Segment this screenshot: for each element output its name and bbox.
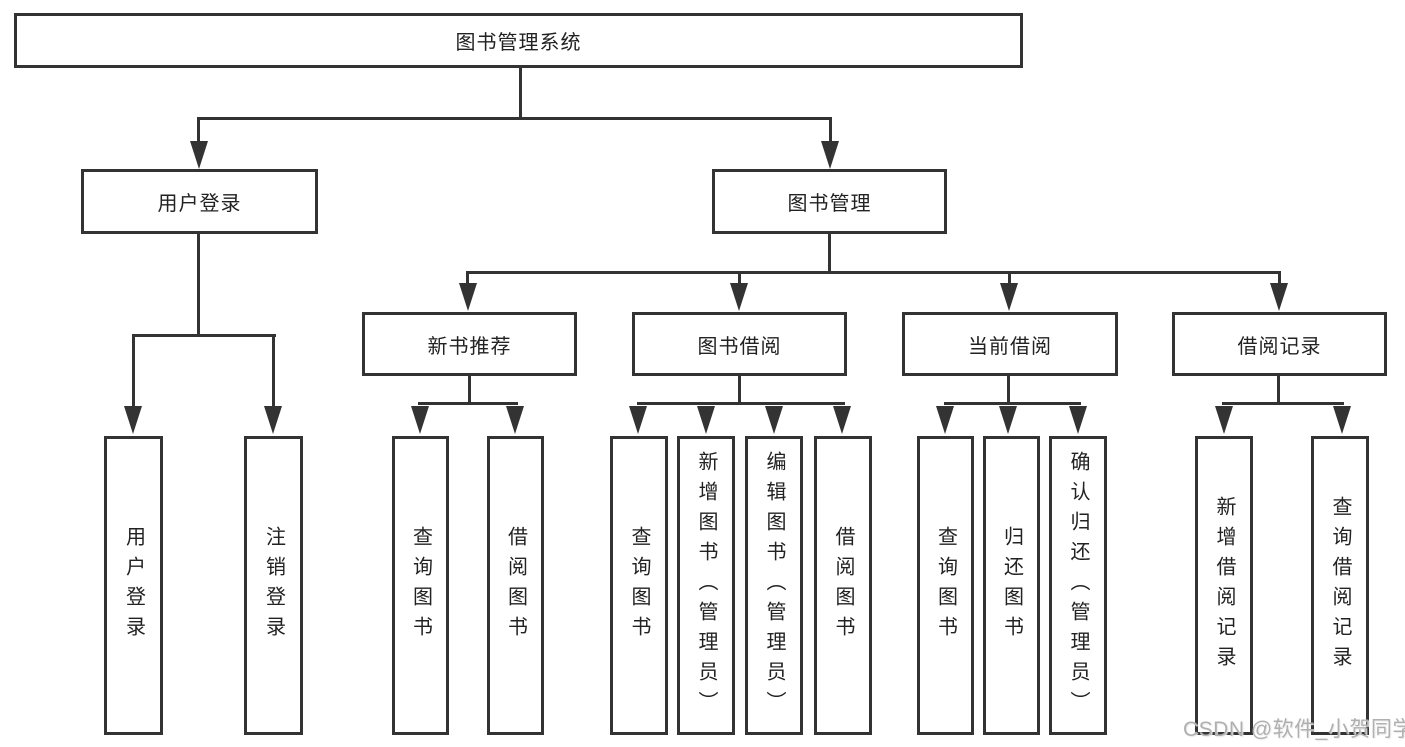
node-borrow-records: 借阅记录	[1172, 312, 1387, 376]
arrowhead-icon	[697, 406, 715, 434]
connector-current-bar	[944, 402, 1081, 405]
leaf-label: 查询借阅记录	[1329, 495, 1351, 676]
arrowhead-icon	[999, 406, 1017, 434]
node-user-login: 用户登录	[81, 169, 318, 234]
leaf-query-books-current: 查询图书	[917, 436, 974, 735]
leaf-label: 注销登录	[262, 525, 285, 646]
node-book-management: 图书管理	[712, 169, 947, 234]
leaf-borrow-books: 借阅图书	[814, 436, 872, 735]
connector-newbook-bar	[418, 402, 518, 405]
node-book-management-label: 图书管理	[787, 193, 872, 215]
arrowhead-icon	[629, 406, 647, 434]
connector-bookmgmt-drop	[1008, 273, 1011, 284]
connector-borrow-stem	[738, 376, 741, 405]
leaf-logout: 注销登录	[244, 436, 303, 735]
connector-root-drop-right	[829, 119, 832, 143]
node-root: 图书管理系统	[14, 13, 1023, 68]
connector-current-stem	[1007, 376, 1010, 405]
leaf-label: 借阅图书	[504, 525, 527, 646]
node-root-label: 图书管理系统	[455, 32, 582, 54]
connector-root-bar	[197, 117, 832, 120]
leaf-label: 查询图书	[409, 525, 432, 646]
connector-bookmgmt-drop	[738, 273, 741, 284]
connector-records-bar	[1222, 402, 1344, 405]
leaf-label: 归还图书	[1000, 525, 1023, 646]
leaf-label: 编辑图书（管理员）	[763, 450, 785, 721]
node-user-login-label: 用户登录	[157, 193, 242, 215]
node-current-borrow-label: 当前借阅	[968, 335, 1052, 358]
arrowhead-icon	[730, 283, 748, 311]
leaf-edit-books-admin: 编辑图书（管理员）	[745, 436, 803, 735]
connector-bookmgmt-stem	[828, 234, 831, 273]
leaf-query-books-recommend: 查询图书	[392, 436, 449, 735]
arrowhead-icon	[1000, 283, 1018, 311]
leaf-label: 用户登录	[122, 525, 145, 646]
leaf-user-login: 用户登录	[104, 436, 163, 735]
arrowhead-icon	[936, 406, 954, 434]
connector-root-stem	[519, 68, 522, 119]
leaf-confirm-return-admin: 确认归还（管理员）	[1049, 436, 1107, 735]
leaf-label: 查询图书	[934, 525, 957, 646]
leaf-query-books-borrow: 查询图书	[610, 436, 668, 735]
node-borrow-records-label: 借阅记录	[1237, 335, 1322, 358]
csdn-watermark: CSDN @软件_小贺同学	[1183, 718, 1405, 741]
node-new-book-recommend: 新书推荐	[362, 312, 577, 376]
connector-borrow-bar	[637, 402, 845, 405]
leaf-label: 新增图书（管理员）	[695, 450, 717, 721]
leaf-label: 确认归还（管理员）	[1067, 450, 1089, 721]
connector-records-stem	[1277, 376, 1280, 405]
leaf-label: 查询图书	[628, 525, 650, 646]
arrowhead-icon	[459, 283, 477, 311]
arrowhead-icon	[1215, 406, 1233, 434]
connector-bookmgmt-bar	[466, 271, 1281, 274]
arrowhead-icon	[833, 406, 851, 434]
node-book-borrow-label: 图书借阅	[697, 335, 782, 358]
leaf-borrow-books-recommend: 借阅图书	[487, 436, 544, 735]
leaf-add-borrow-record: 新增借阅记录	[1195, 436, 1253, 735]
leaf-query-borrow-record: 查询借阅记录	[1311, 436, 1369, 735]
arrowhead-icon	[821, 141, 839, 169]
arrowhead-icon	[190, 141, 208, 169]
node-book-borrow: 图书借阅	[632, 312, 847, 376]
arrowhead-icon	[1270, 283, 1288, 311]
connector-bookmgmt-drop	[466, 273, 469, 284]
connector-userlogin-drop	[272, 336, 275, 406]
node-current-borrow: 当前借阅	[902, 312, 1118, 376]
connector-root-drop-left	[197, 119, 200, 143]
arrowhead-icon	[765, 406, 783, 434]
node-new-book-recommend-label: 新书推荐	[427, 335, 512, 358]
arrowhead-icon	[264, 406, 282, 434]
leaf-return-books: 归还图书	[983, 436, 1040, 735]
leaf-label: 新增借阅记录	[1213, 495, 1235, 676]
arrowhead-icon	[506, 406, 524, 434]
arrowhead-icon	[124, 406, 142, 434]
connector-userlogin-bar	[132, 334, 276, 337]
leaf-label: 借阅图书	[832, 525, 854, 646]
connector-userlogin-drop	[132, 336, 135, 406]
arrowhead-icon	[1333, 406, 1351, 434]
connector-bookmgmt-drop	[1278, 273, 1281, 284]
leaf-add-books-admin: 新增图书（管理员）	[677, 436, 735, 735]
arrowhead-icon	[411, 406, 429, 434]
arrowhead-icon	[1069, 406, 1087, 434]
connector-newbook-stem	[468, 376, 471, 405]
connector-userlogin-stem	[197, 234, 200, 336]
